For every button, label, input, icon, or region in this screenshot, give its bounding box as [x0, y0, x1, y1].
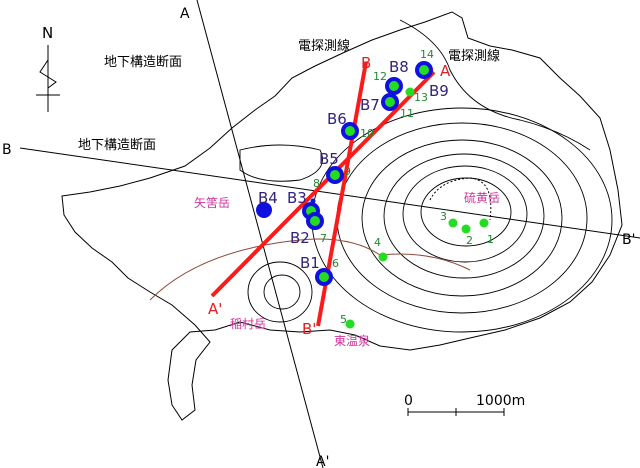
point-marker [310, 198, 316, 204]
point-number: 1 [487, 233, 494, 246]
point-numbers: 1 2 3 4 5 6 7 8 9 10 11 12 13 14 [313, 48, 494, 326]
borehole-label: B3 [287, 189, 307, 207]
borehole-label: B8 [389, 58, 409, 76]
crater-rim [429, 177, 492, 221]
place-label: 矢筈岳 [194, 195, 230, 210]
borehole-marker[interactable] [341, 122, 359, 140]
point-number: 14 [420, 48, 434, 61]
section-b-caption: 地下構造断面 [78, 138, 156, 153]
section-a-caption: 地下構造断面 [104, 55, 182, 70]
spring-marker[interactable] [345, 319, 355, 329]
survey-b-caption: 電探測線 [298, 38, 350, 54]
point-number: 9 [344, 165, 351, 178]
boreholes [256, 61, 433, 286]
point-number: 2 [466, 234, 473, 247]
survey-b-start-label: B [361, 54, 371, 72]
borehole-marker[interactable] [315, 268, 333, 286]
section-a-start-label: A [180, 6, 190, 22]
north-label: N [42, 24, 53, 42]
borehole-marker[interactable] [385, 77, 403, 95]
section-line-b [19, 147, 640, 239]
contours [239, 19, 613, 333]
point-number: 10 [360, 127, 374, 140]
place-labels: 矢筈岳 硫黄岳 稲村岳 東温泉 [194, 190, 500, 348]
point-number: 3 [440, 210, 447, 223]
spring-marker[interactable] [479, 218, 489, 228]
spring-marker[interactable] [461, 224, 471, 234]
borehole-marker[interactable] [256, 202, 272, 218]
borehole-label: B5 [319, 150, 339, 168]
scale-start-label: 0 [404, 393, 413, 409]
north-arrow-icon [36, 45, 60, 112]
section-line-a [196, 0, 324, 468]
spring-marker[interactable] [405, 87, 415, 97]
borehole-label: B1 [300, 254, 320, 272]
point-number: 7 [320, 232, 327, 245]
place-label: 硫黄岳 [464, 190, 500, 205]
point-number: 13 [414, 91, 428, 104]
borehole-marker[interactable] [415, 61, 433, 79]
place-label: 稲村岳 [230, 317, 266, 331]
borehole-labels: B1 B2 B3 B4 B5 B6 B7 B8 B9 [258, 58, 449, 272]
coastline [61, 11, 623, 421]
survey-b-end-label: B' [302, 320, 316, 338]
borehole-label: B9 [429, 82, 449, 100]
survey-a-end-label: A' [208, 300, 222, 318]
borehole-marker[interactable] [381, 93, 399, 111]
spring-marker[interactable] [448, 218, 458, 228]
survey-line-b [316, 61, 368, 327]
point-number: 5 [340, 313, 347, 326]
borehole-label: B4 [258, 189, 278, 207]
springs [345, 87, 489, 329]
borehole-marker[interactable] [326, 166, 344, 184]
spring-marker[interactable] [378, 252, 388, 262]
survey-line-a [210, 70, 436, 298]
borehole-label: B7 [360, 96, 380, 114]
point-number: 4 [374, 236, 381, 249]
point-number: 11 [400, 107, 414, 120]
place-label: 東温泉 [334, 334, 370, 348]
scale-end-label: 1000m [476, 393, 525, 409]
borehole-label: B6 [327, 110, 347, 128]
section-b-start-label: B [2, 142, 12, 158]
point-number: 6 [332, 257, 339, 270]
scale-bar [407, 408, 505, 416]
section-b-end-label: B' [622, 232, 635, 248]
borehole-marker[interactable] [306, 212, 324, 230]
point-number: 12 [373, 70, 387, 83]
section-a-end-label: A' [316, 454, 329, 468]
borehole-label: B2 [290, 229, 310, 247]
point-number: 8 [313, 177, 320, 190]
survey-a-start-label: A [440, 62, 451, 80]
survey-a-caption: 電探測線 [448, 48, 500, 64]
